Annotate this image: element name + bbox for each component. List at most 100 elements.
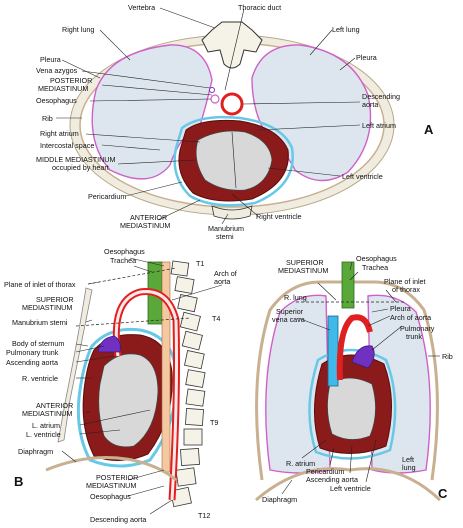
label-intercostal: Intercostal space xyxy=(40,141,94,150)
panel-a: Vertebra Thoracic duct Right lung Left l… xyxy=(36,3,434,241)
leader-c-diaphragm xyxy=(281,479,293,495)
label-c-svc-1: Superior xyxy=(276,307,304,316)
leader-c-asc xyxy=(349,445,353,474)
label-b-ant-2: MEDIASTINUM xyxy=(22,409,72,418)
descending-aorta-a xyxy=(220,92,244,116)
label-c-plane-2: of thorax xyxy=(392,285,420,294)
label-anterior-med-2: MEDIASTINUM xyxy=(120,221,170,230)
sternum-a xyxy=(211,205,253,220)
leader-left-ventricle xyxy=(267,167,341,177)
leader-b-post xyxy=(127,469,165,481)
leader-b-diaphragm xyxy=(61,450,77,463)
arch-of-aorta-c xyxy=(336,314,373,381)
oesophagus-a xyxy=(210,94,220,104)
label-c-rlung: R. lung xyxy=(284,293,307,302)
label-b-rv: R. ventricle xyxy=(22,374,58,383)
vertebral-column-b xyxy=(170,260,206,508)
label-oesophagus-a: Oesophagus xyxy=(36,96,77,105)
label-manubrium-1: Manubrium xyxy=(208,224,244,233)
label-c-arch: Arch of aorta xyxy=(390,313,431,322)
label-b-arch-2: aorta xyxy=(214,277,230,286)
label-right-lung: Right lung xyxy=(62,25,94,34)
leader-c-oes xyxy=(349,261,353,271)
leader-middle-med xyxy=(117,159,197,165)
label-left-lung: Left lung xyxy=(332,25,360,34)
label-c-trachea: Trachea xyxy=(362,263,388,272)
label-posterior-med-2: MEDIASTINUM xyxy=(38,84,88,93)
leader-c-trachea xyxy=(349,271,359,281)
label-b-sup-med-1: SUPERIOR xyxy=(36,295,74,304)
label-posterior-med-1: POSTERIOR xyxy=(50,76,92,85)
label-b-ant-1: ANTERIOR xyxy=(36,401,73,410)
label-c-rib: Rib xyxy=(442,352,453,361)
label-c-asc: Ascending aorta xyxy=(306,475,358,484)
label-rib-a: Rib xyxy=(42,114,53,123)
leader-c-pleura xyxy=(371,308,389,313)
label-c-sup-med-1: SUPERIOR xyxy=(286,258,324,267)
leader-b-arch xyxy=(171,284,223,301)
label-b-t4: T4 xyxy=(212,314,220,323)
panel-c: Oesophagus SUPERIOR MEDIASTINUM Trachea … xyxy=(255,254,453,504)
leader-c-sup-med xyxy=(317,282,337,301)
leader-oesophagus xyxy=(89,98,212,102)
leader-c-svc xyxy=(297,317,331,331)
leader-thoracic-duct xyxy=(224,8,245,91)
leader-left-lung xyxy=(309,29,333,56)
leader-b-lv xyxy=(79,429,121,435)
pulmonary-trunk-b xyxy=(97,335,121,353)
label-b-arch-1: Arch of xyxy=(214,269,237,278)
superior-vena-cava-c xyxy=(327,315,339,387)
heart-chambers-c xyxy=(327,377,376,440)
label-b-oes-low: Oesophagus xyxy=(90,492,131,501)
plane-sternal-angle-b xyxy=(75,317,191,327)
heart-chambers-b xyxy=(98,353,159,448)
vertebra xyxy=(201,21,263,69)
diaphragm-b xyxy=(45,456,177,482)
panel-b: Oesophagus Trachea T1 Arch of aorta Plan… xyxy=(4,247,237,524)
label-c-pleura: Pleura xyxy=(390,304,411,313)
leader-c-plane xyxy=(385,289,397,303)
label-b-sup-med-2: MEDIASTINUM xyxy=(22,303,72,312)
vena-azygos-a xyxy=(209,87,215,93)
pericardium-a xyxy=(173,115,294,207)
leader-b-asc xyxy=(75,355,115,363)
sternum-b xyxy=(57,287,93,443)
label-left-ventricle: Left ventricle xyxy=(342,172,383,181)
leader-c-lv xyxy=(365,439,377,483)
label-pericardium-a: Pericardium xyxy=(88,192,126,201)
leader-pericardium xyxy=(125,181,183,197)
leader-b-desc xyxy=(149,499,173,515)
label-b-post-2: MEDIASTINUM xyxy=(86,481,136,490)
label-b-trachea: Trachea xyxy=(110,256,136,265)
leader-b-trachea xyxy=(133,265,153,273)
label-thoracic-duct: Thoracic duct xyxy=(238,3,281,12)
leader-ant-med xyxy=(157,199,201,221)
label-c-pulm-1: Pulmonary xyxy=(400,324,435,333)
leader-vertebra xyxy=(159,7,216,29)
leader-left-atrium xyxy=(257,124,361,131)
label-manubrium-2: sterni xyxy=(216,232,234,241)
label-right-atrium: Right atrium xyxy=(40,129,79,138)
label-c-pulm-2: trunk xyxy=(406,332,422,341)
label-right-ventricle: Right ventricle xyxy=(256,212,302,221)
label-middle-med-2: occupied by heart xyxy=(52,163,109,172)
label-pleura-right: Pleura xyxy=(356,53,377,62)
label-b-manubrium: Manubrium sterni xyxy=(12,318,68,327)
panel-letter-b: B xyxy=(14,474,23,489)
label-c-peri: Pericardium xyxy=(306,467,344,476)
label-b-desc: Descending aorta xyxy=(90,515,146,524)
leader-b-la xyxy=(79,409,151,426)
panel-letter-c: C xyxy=(438,486,448,501)
leader-c-peri xyxy=(329,447,335,466)
leader-c-pulm xyxy=(371,325,403,351)
leader-right-atrium xyxy=(85,133,201,143)
label-b-plane-inlet: Plane of inlet of thorax xyxy=(4,280,76,289)
leader-b-body xyxy=(75,343,89,347)
label-c-left-2: lung xyxy=(402,463,416,472)
label-descending-1: Descending xyxy=(362,92,400,101)
label-descending-2: aorta xyxy=(362,100,378,109)
panel-letter-a: A xyxy=(424,122,434,137)
label-left-atrium: Left atrium xyxy=(362,121,396,130)
label-b-t1: T1 xyxy=(196,259,204,268)
